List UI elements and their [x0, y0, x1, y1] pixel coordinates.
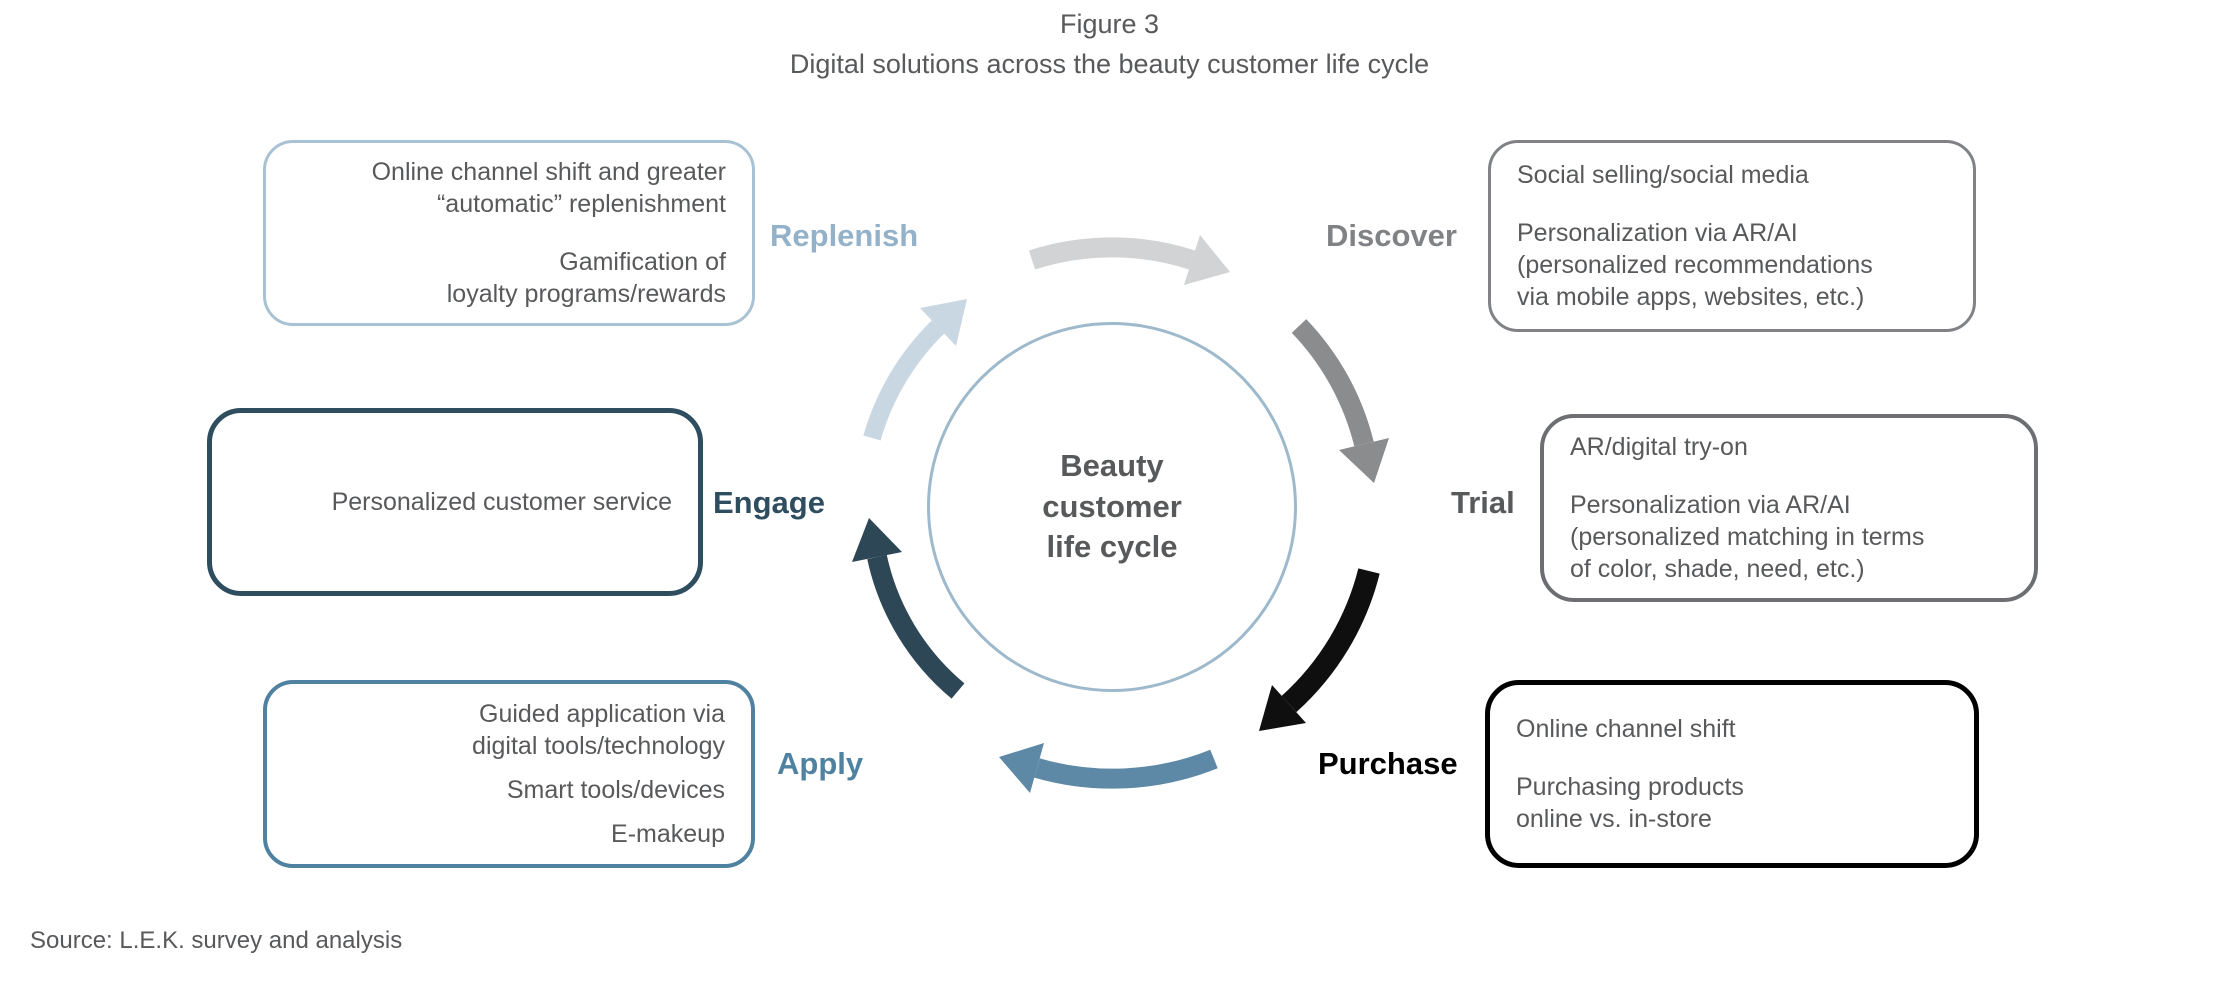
box-text-item: E-makeup — [611, 820, 725, 848]
box-text-item: Purchasing products online vs. in-store — [1516, 773, 1744, 833]
apply-box: Guided application via digital tools/tec… — [263, 680, 755, 868]
stage-label-engage: Engage — [713, 485, 825, 520]
stage-label-discover: Discover — [1326, 218, 1457, 253]
arrow-trial-to-purchase-icon — [1259, 568, 1380, 731]
arrow-discover-to-trial-icon — [1291, 319, 1389, 483]
source-note: Source: L.E.K. survey and analysis — [30, 927, 403, 954]
figure-caption: Digital solutions across the beauty cust… — [789, 49, 1430, 79]
box-text-item: Personalization via AR/AI (personalized … — [1570, 491, 1925, 583]
figure-title-block: Figure 3 Digital solutions across the be… — [0, 4, 2219, 84]
box-text-item: Smart tools/devices — [506, 776, 725, 804]
cycle-center-label: Beauty customer life cycle — [1042, 447, 1182, 565]
stage-label-apply: Apply — [777, 746, 864, 781]
box-text-item: Personalization via AR/AI (personalized … — [1517, 219, 1873, 311]
stage-label-replenish: Replenish — [770, 218, 919, 253]
box-text-item: Guided application via digital tools/tec… — [472, 700, 725, 760]
replenish-box: Online channel shift and greater “automa… — [263, 140, 755, 326]
arrow-purchase-to-apply-icon — [999, 743, 1218, 793]
box-text-item: Online channel shift and greater “automa… — [371, 158, 726, 218]
arrow-replenish-to-discover-icon — [1028, 235, 1230, 285]
engage-box: Personalized customer service — [207, 408, 703, 596]
cycle-center-circle: Beauty customer life cycle — [927, 322, 1297, 692]
box-text-item: Online channel shift — [1516, 715, 1736, 743]
box-text-item: AR/digital try-on — [1570, 433, 1748, 461]
stage-label-purchase: Purchase — [1318, 746, 1458, 781]
stage-label-trial: Trial — [1451, 485, 1515, 520]
box-text-item: Gamification of loyalty programs/rewards — [446, 248, 726, 308]
box-text-item: Personalized customer service — [331, 488, 672, 516]
box-text-item: Social selling/social media — [1517, 161, 1809, 189]
figure-number: Figure 3 — [1059, 9, 1160, 39]
